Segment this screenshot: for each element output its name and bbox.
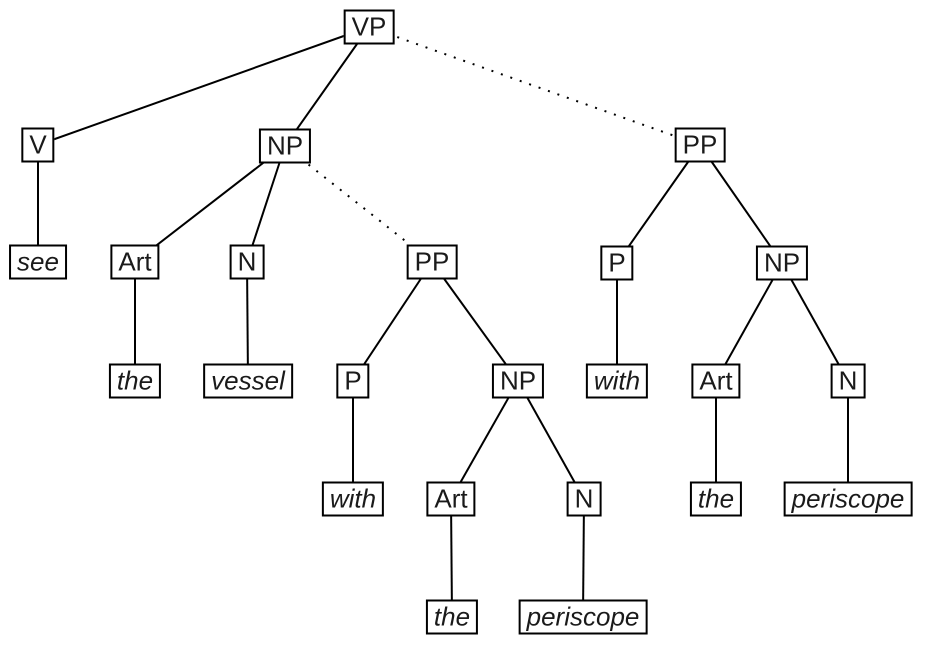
node-label: P	[608, 247, 626, 278]
tree-node-art2: Art	[426, 481, 476, 517]
tree-node-art3: Art	[691, 363, 741, 399]
tree-node-see: see	[9, 244, 67, 280]
tree-node-p1: P	[336, 363, 370, 399]
node-label: Art	[434, 483, 468, 514]
tree-edge-np3-art3	[715, 262, 783, 382]
node-label: periscope	[791, 483, 905, 514]
node-label: VP	[351, 11, 387, 42]
tree-node-periscope2: periscope	[783, 481, 913, 517]
node-label: see	[17, 246, 59, 277]
tree-edge-n2-periscope1	[582, 498, 585, 618]
node-label: NP	[266, 130, 304, 161]
tree-edge-pp2-p2	[616, 144, 701, 264]
tree-node-vessel: vessel	[203, 363, 293, 399]
tree-edge-pp1-np2	[431, 261, 519, 382]
tree-edge-pp1-p1	[352, 261, 433, 382]
tree-edge-vp-v	[37, 26, 370, 146]
tree-edge-np2-art2	[450, 380, 519, 500]
node-label: periscope	[526, 601, 640, 632]
tree-node-np3: NP	[755, 245, 809, 281]
node-label: NP	[763, 247, 801, 278]
node-label: the	[116, 365, 154, 396]
tree-node-n1: N	[229, 244, 265, 280]
tree-node-pp1: PP	[406, 244, 458, 280]
node-label: PP	[414, 246, 450, 277]
tree-edge-np1-pp1-dotted	[284, 145, 433, 263]
tree-node-with2: with	[585, 363, 649, 399]
tree-node-np1: NP	[258, 128, 312, 164]
tree-node-n3: N	[830, 363, 866, 399]
tree-edge-vp-np1	[284, 26, 370, 147]
tree-node-vp: VP	[343, 9, 395, 45]
tree-edge-np3-n3	[781, 262, 849, 382]
tree-node-p2: P	[600, 245, 634, 281]
tree-node-np2: NP	[491, 363, 545, 399]
tree-edge-vp-pp2-dotted	[368, 26, 701, 146]
tree-node-art1: Art	[110, 244, 160, 280]
node-label: N	[237, 246, 257, 277]
tree-edge-art2-the2	[450, 498, 453, 618]
node-label: N	[838, 365, 858, 396]
node-label: the	[697, 483, 735, 514]
tree-node-the3: the	[689, 481, 743, 517]
tree-node-n2: N	[566, 481, 602, 517]
node-label: with	[329, 483, 377, 514]
tree-node-with1: with	[321, 481, 385, 517]
tree-edge-pp2-np3	[699, 144, 783, 264]
tree-node-pp2: PP	[674, 127, 726, 163]
node-label: Art	[699, 365, 733, 396]
node-label: P	[344, 365, 362, 396]
node-label: NP	[499, 365, 537, 396]
node-label: PP	[682, 129, 718, 160]
tree-edge-np1-n1	[246, 145, 286, 263]
tree-edge-np1-art1	[134, 145, 286, 263]
node-label: the	[433, 601, 471, 632]
tree-node-the2: the	[425, 599, 479, 635]
tree-node-periscope1: periscope	[518, 599, 648, 635]
node-label: N	[574, 483, 594, 514]
tree-node-the1: the	[108, 363, 162, 399]
node-label: V	[29, 129, 47, 160]
tree-edge-n1-vessel	[246, 261, 249, 382]
tree-node-v: V	[21, 127, 55, 163]
node-label: Art	[118, 246, 152, 277]
tree-edge-np2-n2	[517, 380, 585, 500]
node-label: vessel	[211, 365, 285, 396]
node-label: with	[593, 365, 641, 396]
